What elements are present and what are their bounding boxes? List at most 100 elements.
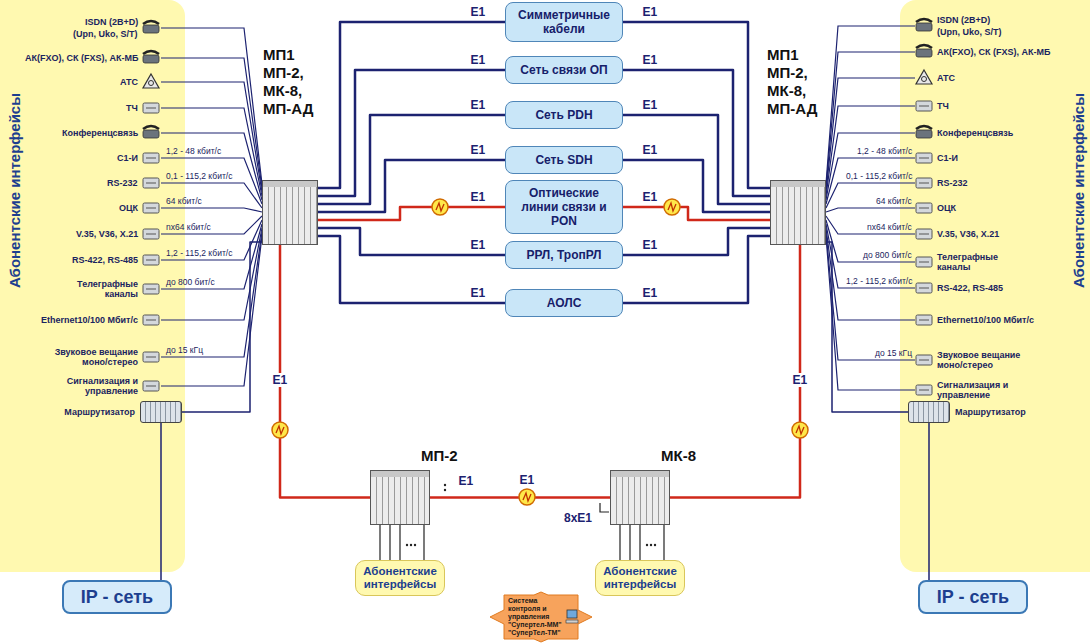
node-text: Симметричные кабели <box>510 8 618 36</box>
node-text: IP - сеть <box>81 587 153 608</box>
link-label: E1 <box>643 190 658 204</box>
terminal-icon <box>146 183 156 184</box>
phone-icon <box>143 25 159 33</box>
regenerator-symbol <box>276 426 284 434</box>
control-system-box: Система контроля и управления "Супертел-… <box>490 592 592 642</box>
interface-label: С1-И <box>117 153 138 163</box>
network-box: Сеть PDH <box>505 101 623 129</box>
interface-label: RS-232 <box>107 178 138 188</box>
interface-label: ISDN (2B+D) <box>85 17 138 27</box>
link-label: E1 <box>643 143 658 157</box>
link-line <box>318 160 505 212</box>
link-line <box>928 423 930 580</box>
terminal-icon <box>919 390 929 391</box>
link-line <box>318 70 505 196</box>
interface-label: Конференцсвязь <box>937 128 1013 138</box>
link-label: E1 <box>471 238 486 252</box>
multiplexer-unit: МП-2 <box>370 470 430 525</box>
rate-label: до 15 кГц <box>875 348 912 358</box>
terminal-icon <box>919 262 929 263</box>
node-text: Сеть PDH <box>535 108 592 122</box>
interface-label: Ethernet10/100 Мбит/с <box>937 315 1034 325</box>
interface-label: ТЧ <box>126 103 138 113</box>
interface-label: АК(FXO), СК (FXS), АК-МБ <box>25 53 138 63</box>
terminal-icon <box>919 360 929 361</box>
interface-label: Звуковое вещание моно/стерео <box>38 347 138 367</box>
regenerator-symbol <box>523 493 531 501</box>
regenerator-symbol <box>664 199 680 215</box>
terminal-icon <box>146 108 156 109</box>
terminal-icon <box>143 103 159 113</box>
terminal-icon <box>919 288 929 289</box>
ellipsis-dot <box>650 544 652 546</box>
terminal-icon <box>143 203 159 213</box>
link-line <box>623 70 770 196</box>
link-line <box>623 160 770 212</box>
link-label: E1 <box>471 98 486 112</box>
interface-label: Телеграфные каналы <box>58 279 138 299</box>
link-line <box>318 22 505 188</box>
connectors <box>161 22 929 580</box>
terminal-icon <box>916 355 932 365</box>
phone-icon <box>916 130 932 138</box>
unit-heading: МП-2 <box>421 447 481 465</box>
regenerator-symbol <box>668 203 676 211</box>
network-box: РРЛ, ТропРЛ <box>505 241 623 269</box>
interface-label: ОЦК <box>119 203 138 213</box>
unit-heading: МП1 МП-2, МК-8, МП-АД <box>767 46 827 118</box>
link-label: E1 <box>271 373 290 387</box>
terminal-icon <box>919 183 929 184</box>
interface-label: ОЦК <box>937 203 956 213</box>
terminal-icon <box>146 357 156 358</box>
rate-label: до 800 бит/с <box>863 250 912 260</box>
terminal-icon <box>919 158 929 159</box>
network-box: Сеть SDH <box>505 146 623 174</box>
unit-heading: МП1 МП-2, МК-8, МП-АД <box>263 46 323 118</box>
phone-icon <box>916 23 932 31</box>
interface-label: АТС <box>120 77 138 87</box>
link-label: E1 <box>520 473 535 487</box>
terminal-icon <box>143 352 159 362</box>
subscriber-box: Абонентские интерфейсы <box>355 560 445 596</box>
link-label: E1 <box>471 143 486 157</box>
link-label: E1 <box>643 286 658 300</box>
ellipsis-dot <box>444 489 446 491</box>
terminal-icon <box>146 158 156 159</box>
regenerator-symbol <box>436 203 444 211</box>
rate-label: 1,2 - 48 кбит/с <box>166 146 221 156</box>
interface-label: С1-И <box>937 153 958 163</box>
terminal-icon <box>919 106 929 107</box>
terminal-icon <box>919 234 929 235</box>
ellipsis-dot <box>444 484 446 486</box>
interface-label: RS-232 <box>937 178 968 188</box>
interface-label: Звуковое вещание моно/стерео <box>937 350 1037 370</box>
terminal-icon <box>146 320 156 321</box>
terminal-icon <box>143 315 159 325</box>
link-line <box>623 207 770 220</box>
link-line <box>399 525 400 560</box>
regenerator-symbol <box>272 422 288 438</box>
link-label: 8xE1 <box>564 511 592 525</box>
link-label: E1 <box>791 373 810 387</box>
ellipsis-dot <box>410 544 412 546</box>
ellipsis-dot <box>414 544 416 546</box>
rate-label: 64 кбит/с <box>166 196 202 206</box>
node-text: Система контроля и управления "Супертел-… <box>508 597 566 637</box>
drop-wire <box>629 525 630 560</box>
link-label: E1 <box>643 53 658 67</box>
burst-shape <box>490 592 592 642</box>
link-line <box>318 207 505 220</box>
interface-label: АК(FXO), СК (FXS), АК-МБ <box>937 47 1050 57</box>
node-text: Сеть SDH <box>535 153 592 167</box>
ip-network-box: IP - сеть <box>918 580 1028 614</box>
subscriber-box: Абонентские интерфейсы <box>595 560 685 596</box>
link-label: E1 <box>471 5 486 19</box>
link-line <box>318 228 505 255</box>
multiplexer-unit: МП1 МП-2, МК-8, МП-АД <box>770 180 826 245</box>
terminal-icon <box>143 255 159 265</box>
drop-wire <box>619 525 620 560</box>
multiplexer-unit: МК-8 <box>610 470 670 525</box>
rate-label: nx64 кбит/с <box>867 222 912 232</box>
rate-label: 1,2 - 115,2 кбит/с <box>846 276 912 286</box>
